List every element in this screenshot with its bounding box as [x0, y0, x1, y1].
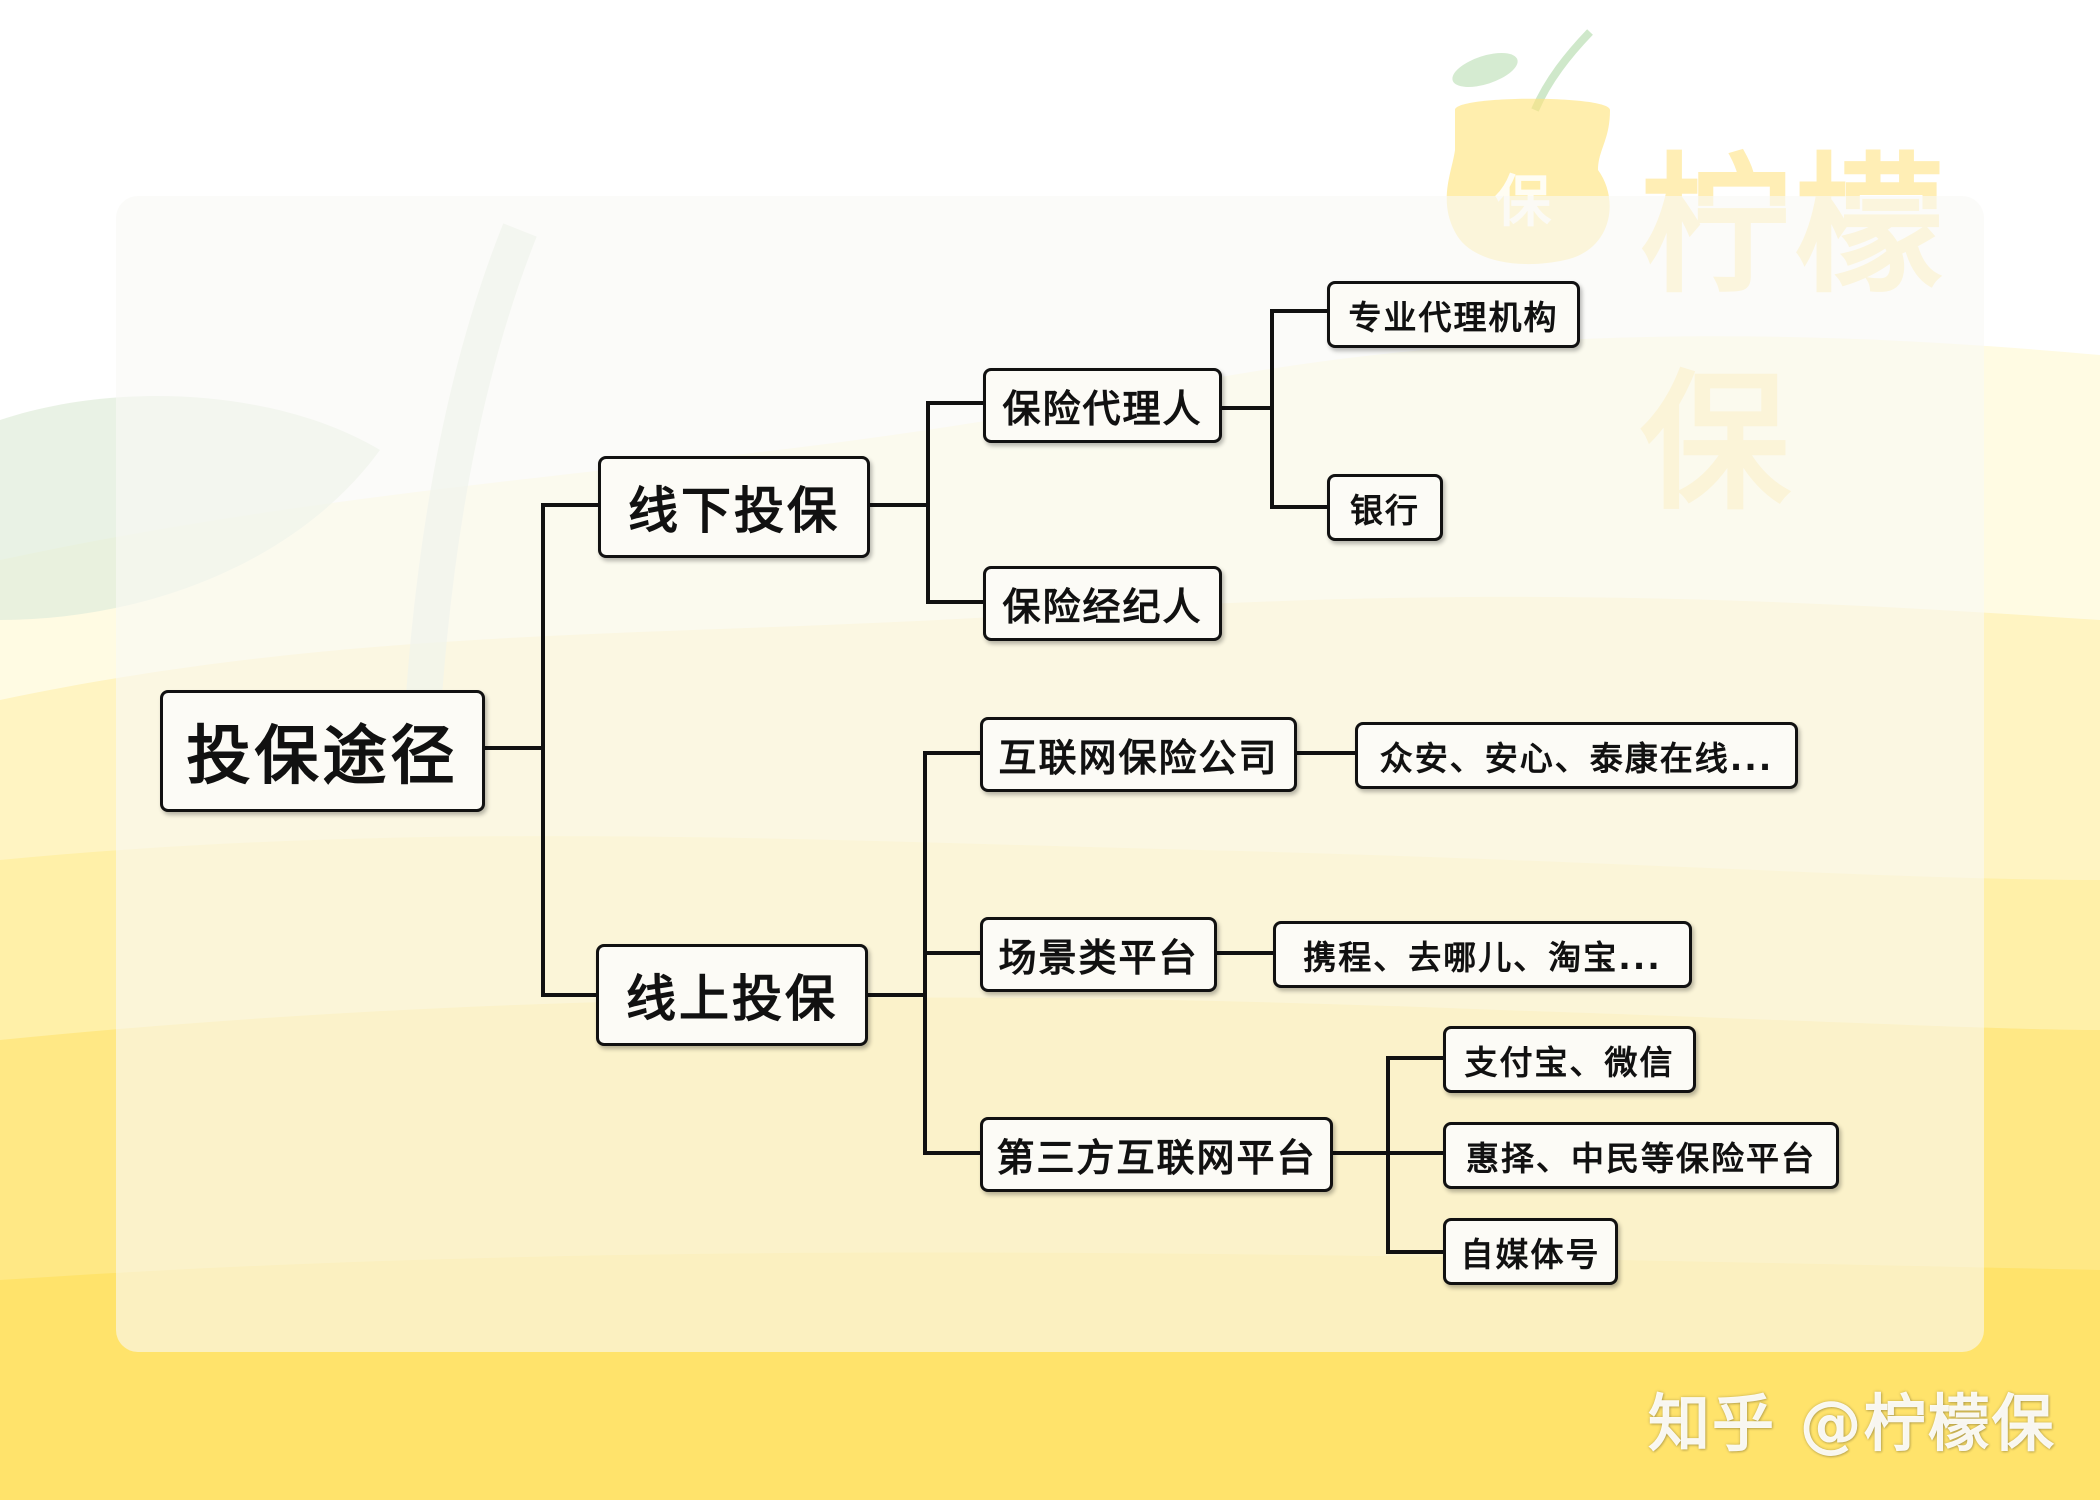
scenario-platform-node: 场景类平台	[980, 917, 1217, 992]
scenario-examples-node: 携程、去哪儿、淘宝...	[1273, 921, 1692, 988]
root-node: 投保途径	[160, 690, 485, 812]
broker-node: 保险经纪人	[983, 566, 1222, 641]
connector-root	[483, 503, 600, 997]
connector-third-party	[1331, 1056, 1445, 1254]
internet-insurer-examples-node: 众安、安心、泰康在线...	[1355, 722, 1798, 789]
offline-node: 线下投保	[598, 456, 870, 558]
alipay-wechat-node: 支付宝、微信	[1443, 1026, 1696, 1093]
bank-node: 银行	[1327, 474, 1443, 541]
connector-online	[866, 751, 982, 1155]
agency-node: 专业代理机构	[1327, 281, 1580, 348]
insurance-platform-node: 惠择、中民等保险平台	[1443, 1122, 1839, 1189]
connector-offline	[868, 401, 985, 604]
online-node: 线上投保	[596, 944, 868, 1046]
agent-node: 保险代理人	[983, 368, 1222, 443]
self-media-node: 自媒体号	[1443, 1218, 1618, 1285]
internet-insurer-node: 互联网保险公司	[980, 717, 1297, 792]
connector-agent	[1220, 309, 1329, 509]
third-party-node: 第三方互联网平台	[980, 1117, 1333, 1192]
watermark-text: 知乎 @柠檬保	[1648, 1387, 2056, 1460]
